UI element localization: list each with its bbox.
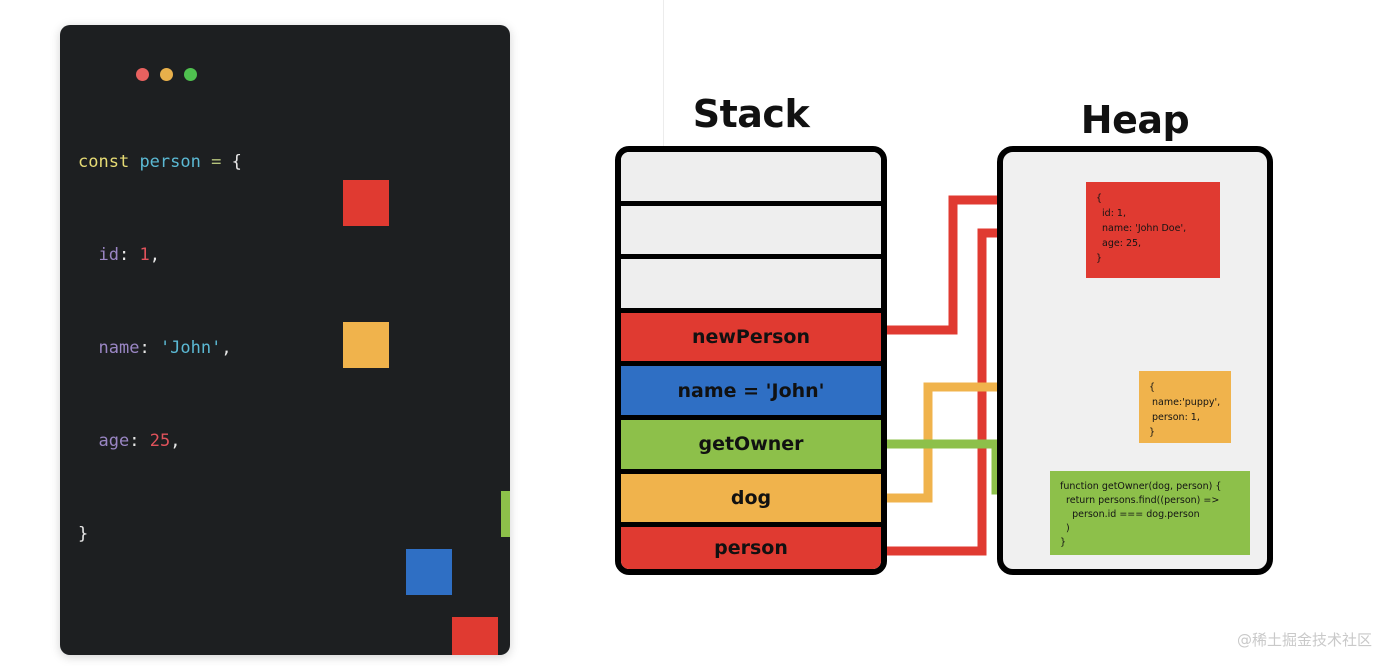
heap-person-object[interactable]: { id: 1, name: 'John Doe', age: 25, } xyxy=(1086,182,1220,278)
stack-title: Stack xyxy=(692,92,810,136)
stack-row-label: newPerson xyxy=(691,326,811,349)
code-window: const person = { id: 1, name: 'John', ag… xyxy=(60,25,510,655)
watermark: @稀土掘金技术社区 xyxy=(1236,631,1372,649)
newperson-swatch xyxy=(452,617,498,655)
code-line: const person = { xyxy=(78,152,242,172)
code-line: id: 1, xyxy=(98,245,160,265)
heap-getowner-function[interactable]: function getOwner(dog, person) { return … xyxy=(1050,471,1250,555)
heap-dog-object[interactable]: { name:'puppy', person: 1, } xyxy=(1139,371,1231,443)
stack-row[interactable] xyxy=(621,205,881,260)
heap-title: Heap xyxy=(1080,98,1190,142)
close-icon[interactable] xyxy=(136,68,149,81)
getowner-swatch xyxy=(501,491,510,537)
vertical-divider xyxy=(663,0,664,146)
stack-row-name[interactable]: name = 'John' xyxy=(621,366,881,420)
code-window-titlebar xyxy=(60,25,510,81)
person-swatch xyxy=(343,180,389,226)
stack-row-dog[interactable]: dog xyxy=(621,473,881,528)
name-swatch xyxy=(406,549,452,595)
stack-row-label: name = 'John' xyxy=(677,379,825,402)
stack-row-label: person xyxy=(714,537,788,560)
minimize-icon[interactable] xyxy=(160,68,173,81)
code-line-blank xyxy=(78,612,498,643)
stack-row[interactable] xyxy=(621,259,881,313)
stack-row-person[interactable]: person xyxy=(621,527,881,569)
dog-swatch xyxy=(343,322,389,368)
stack-row-newperson[interactable]: newPerson xyxy=(621,312,881,367)
code-line: age: 25, xyxy=(98,431,181,451)
stack-row-getowner[interactable]: getOwner xyxy=(621,420,881,474)
code-line: name: 'John', xyxy=(98,338,232,358)
code-line: } xyxy=(78,524,89,544)
stack-container: newPerson name = 'John' getOwner dog per… xyxy=(615,146,887,575)
maximize-icon[interactable] xyxy=(184,68,197,81)
stack-row-label: getOwner xyxy=(698,433,804,456)
stack-row-label: dog xyxy=(730,486,772,509)
code-editor[interactable]: const person = { id: 1, name: 'John', ag… xyxy=(78,85,498,655)
stack-row[interactable] xyxy=(621,152,881,206)
